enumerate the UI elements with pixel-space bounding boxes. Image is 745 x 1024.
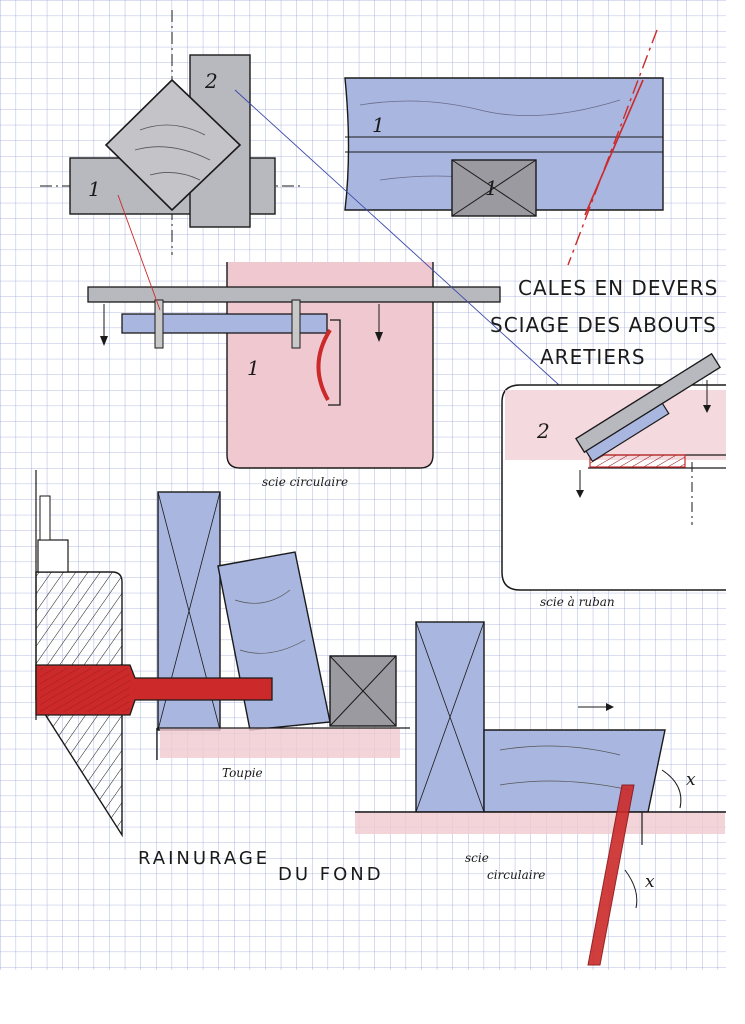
number-1-square: 1 — [485, 176, 498, 200]
number-1-board: 1 — [372, 113, 385, 137]
top-right-board-view: 1 1 — [344, 29, 664, 266]
band-saw-blade — [589, 454, 686, 468]
label-scie-a-ruban: scie à ruban — [540, 595, 615, 609]
angled-board — [483, 729, 666, 813]
label-scie-circulaire-top: scie circulaire — [262, 475, 348, 489]
toupie-view: Toupie — [35, 470, 410, 838]
angle-x-upper: x — [686, 770, 696, 790]
saw-blade — [316, 328, 332, 401]
band-saw-view: 2 scie à ruban — [501, 352, 726, 609]
title-sciage-des-abouts: SCIAGE DES ABOUTS — [490, 313, 717, 337]
number-2-top: 2 — [204, 69, 218, 93]
toupie-table-pink — [160, 728, 400, 758]
label-du-fond: DU FOND — [278, 864, 384, 885]
long-board — [344, 77, 664, 211]
circular-saw-sled-view: 1 scie circulaire — [87, 262, 501, 489]
label-scie-bottom-2: circulaire — [487, 868, 545, 882]
label-toupie: Toupie — [222, 766, 263, 780]
title-cales-en-devers: CALES EN DEVERS — [518, 276, 718, 300]
number-1-left: 1 — [88, 177, 101, 201]
band-saw-workpiece — [585, 402, 670, 463]
groove-table-pink — [355, 812, 725, 834]
groove-saw-view: x x scie circulaire — [355, 621, 726, 966]
rotated-square-section — [104, 78, 242, 212]
label-scie-bottom-1: scie — [465, 851, 489, 865]
red-cut-line — [567, 29, 658, 266]
angle-x-lower: x — [645, 872, 655, 892]
top-left-cross-view: 1 2 — [40, 10, 300, 255]
title-aretiers: ARETIERS — [540, 345, 646, 369]
number-2-band: 2 — [536, 419, 550, 443]
label-rainurage: RAINURAGE — [138, 848, 270, 869]
number-1-saw: 1 — [247, 356, 260, 380]
groove-saw-blade — [587, 784, 635, 966]
sled-workpiece — [121, 313, 328, 334]
